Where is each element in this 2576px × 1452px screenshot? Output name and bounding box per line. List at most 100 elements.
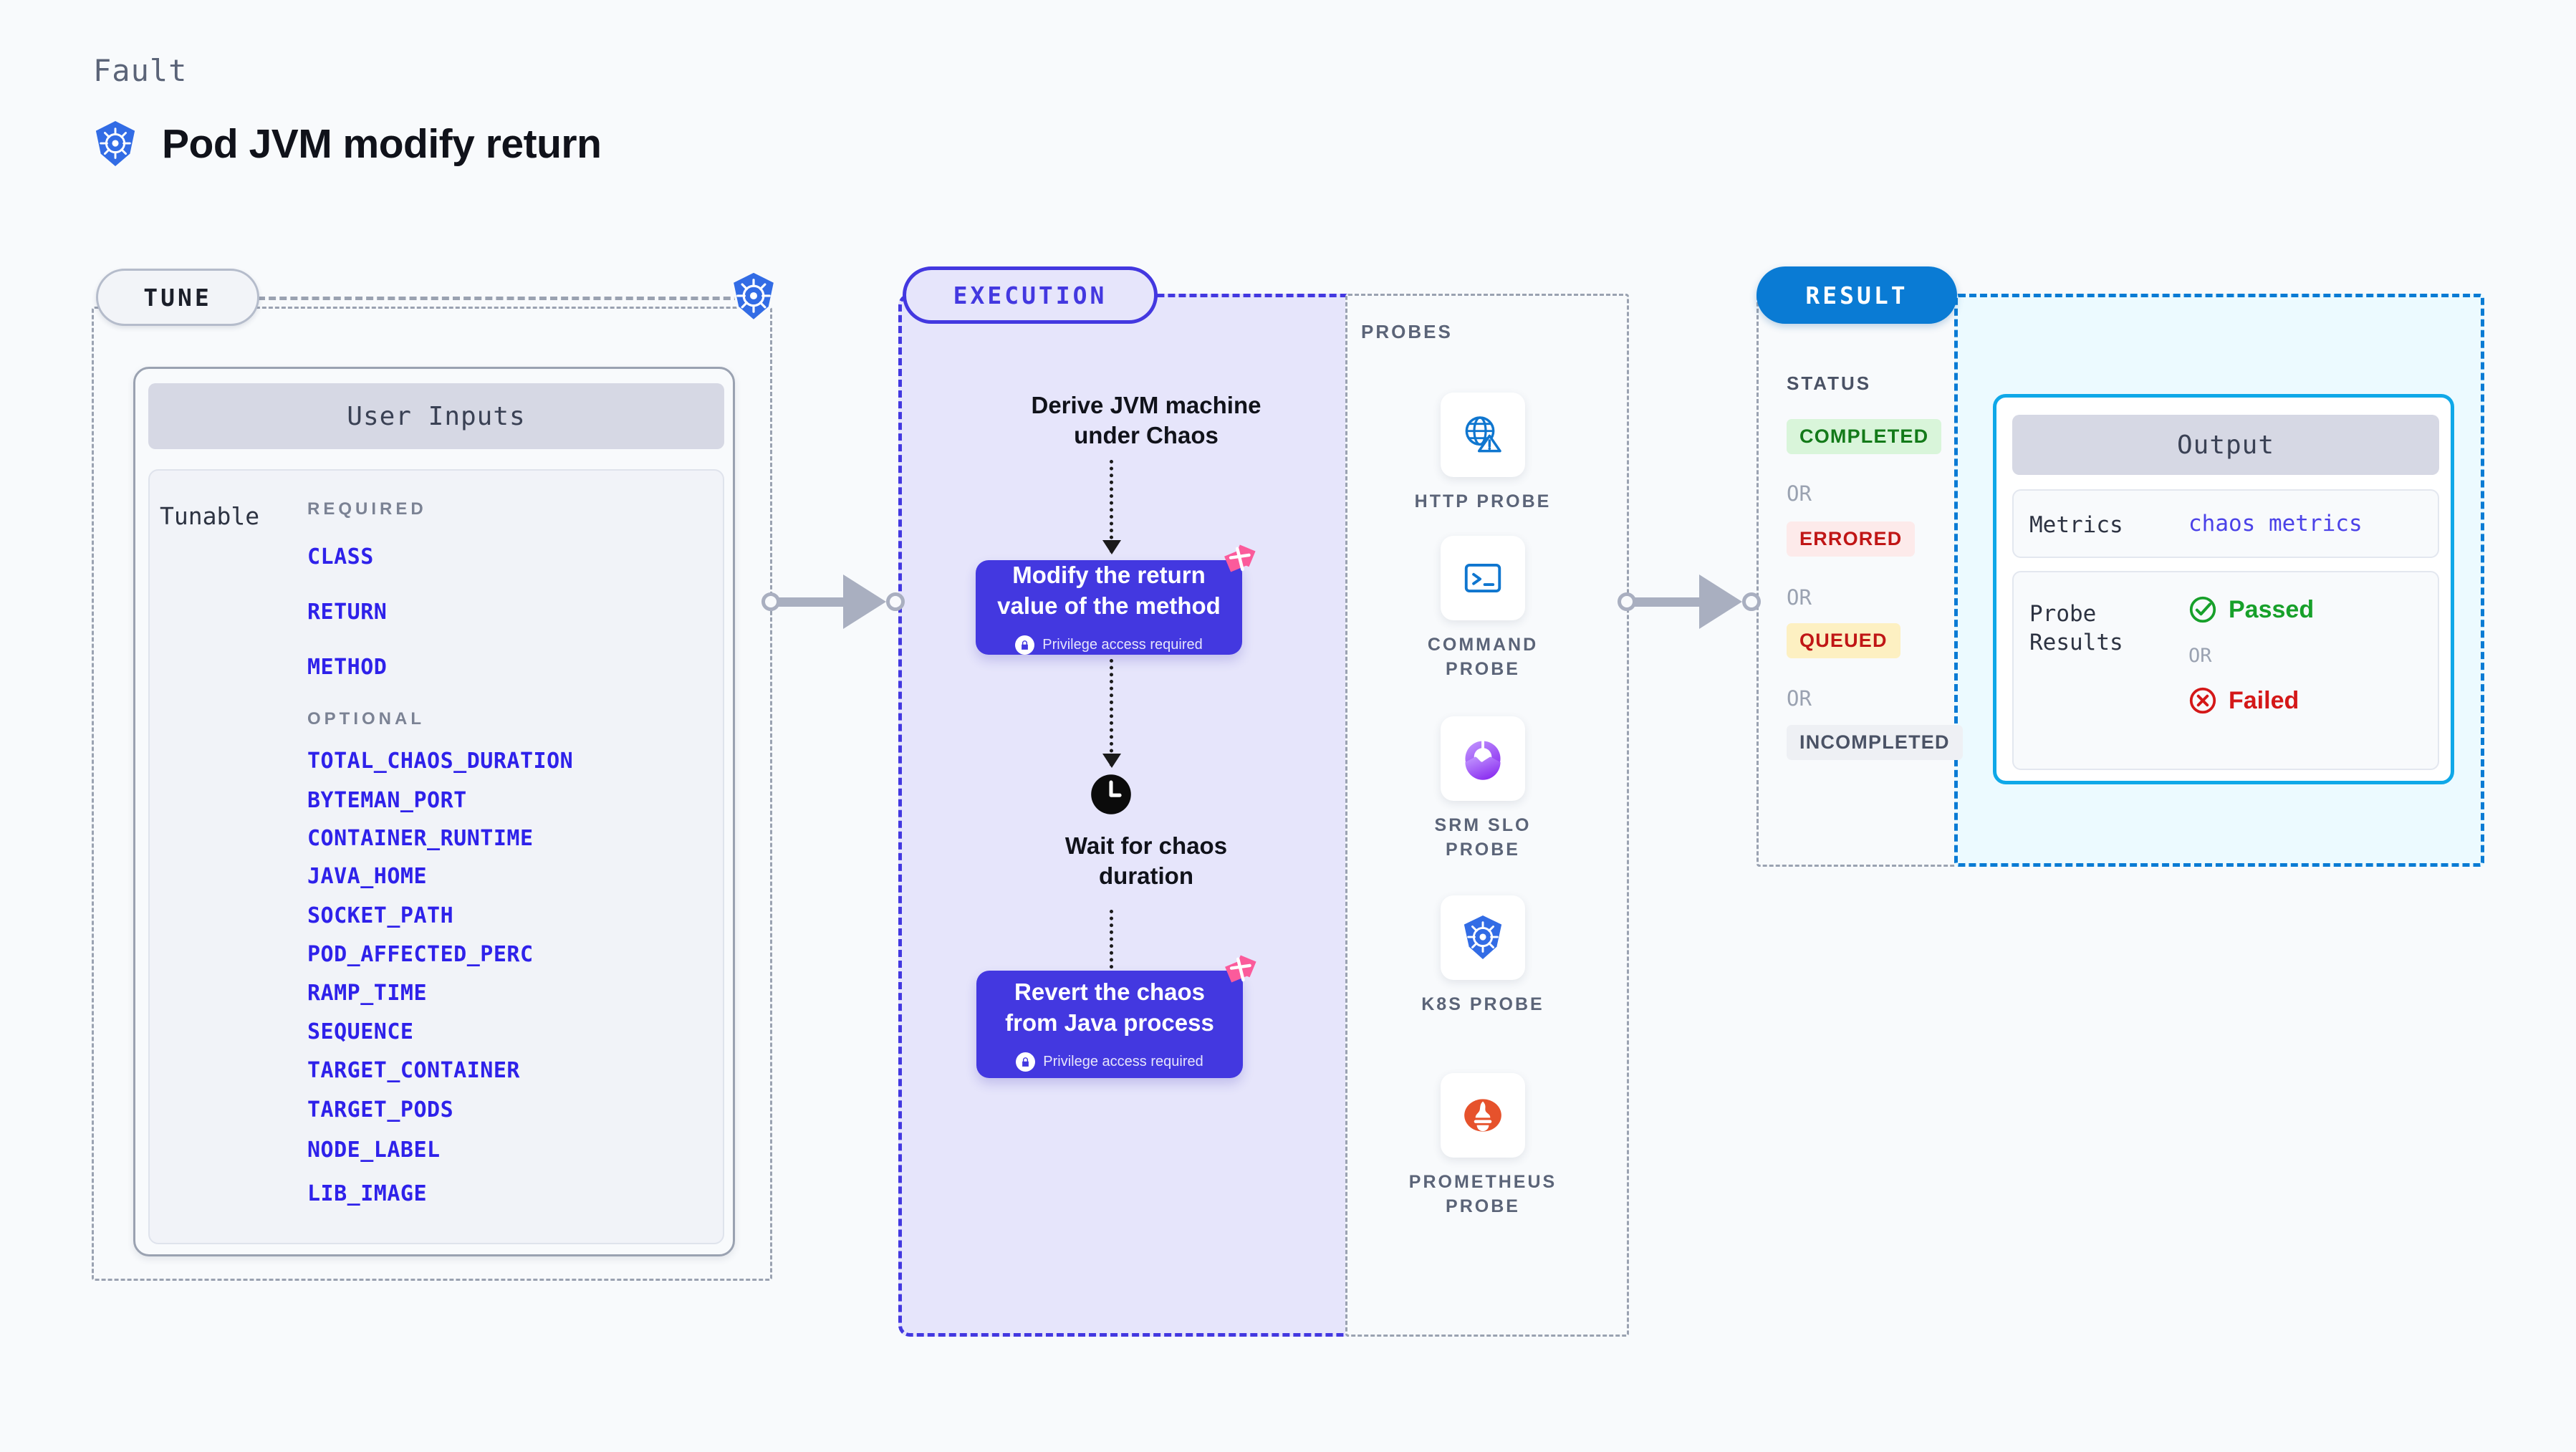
connector-end-dot: [1742, 592, 1761, 611]
probe-k8s[interactable]: K8S PROBE: [1397, 895, 1569, 1017]
status-badge-label: QUEUED: [1799, 630, 1888, 651]
user-inputs-title-text: User Inputs: [347, 401, 526, 431]
connector-bar: [1633, 597, 1705, 607]
srm-slo-icon: [1465, 739, 1501, 780]
param-method[interactable]: METHOD: [307, 655, 388, 680]
kubernetes-icon: [1464, 915, 1502, 960]
execution-step-revert-note-row: Privilege access required: [1016, 1052, 1203, 1072]
kubernetes-icon: [731, 271, 777, 322]
probe-prometheus[interactable]: PROMETHEUS PROBE: [1397, 1073, 1569, 1219]
probe-result-failed: Failed: [2188, 686, 2299, 715]
param-java-home[interactable]: JAVA_HOME: [307, 864, 428, 889]
probe-tile: [1441, 536, 1525, 620]
connector-start-dot: [761, 592, 780, 611]
globe-warning-icon: [1465, 416, 1501, 453]
connector-arrowhead: [843, 574, 886, 629]
output-metrics-row: [2012, 489, 2439, 558]
connector-bar: [777, 597, 849, 607]
param-total-chaos-duration[interactable]: TOTAL_CHAOS_DURATION: [307, 749, 574, 774]
result-pill[interactable]: RESULT: [1756, 266, 1957, 324]
param-ramp-time[interactable]: RAMP_TIME: [307, 981, 428, 1006]
status-badge-label: INCOMPLETED: [1799, 731, 1950, 753]
output-title: Output: [2012, 415, 2439, 475]
execution-step-wait-label: Wait for chaos duration: [1064, 832, 1228, 890]
probes-section-label: PROBES: [1361, 321, 1453, 342]
execution-step-revert-label: Revert the chaos from Java process: [1005, 979, 1214, 1036]
probe-label: SRM SLO PROBE: [1434, 815, 1532, 860]
page-kicker: Fault: [93, 53, 188, 88]
probe-command[interactable]: COMMAND PROBE: [1397, 536, 1569, 682]
execution-step-modify-card[interactable]: Modify the return value of the method Pr…: [976, 560, 1242, 655]
required-group-label: REQUIRED: [307, 499, 427, 519]
execution-step-modify-note-row: Privilege access required: [1015, 635, 1203, 655]
lock-icon: [1015, 635, 1035, 655]
probe-result-failed-label: Failed: [2229, 686, 2299, 714]
status-badge-completed: COMPLETED: [1787, 419, 1942, 454]
execution-step-revert-card[interactable]: Revert the chaos from Java process Privi…: [976, 971, 1243, 1078]
status-badge-errored: ERRORED: [1787, 521, 1916, 557]
connector-tune-to-execution: [761, 574, 905, 629]
param-target-container[interactable]: TARGET_CONTAINER: [307, 1058, 520, 1083]
tune-panel: [92, 307, 772, 1281]
tune-pill-label: TUNE: [143, 283, 212, 312]
user-inputs-card: User Inputs Tunable REQUIRED CLASS RETUR…: [133, 367, 735, 1256]
status-badge-queued: QUEUED: [1787, 623, 1900, 658]
execution-step-modify-note: Privilege access required: [1042, 636, 1203, 653]
param-class[interactable]: CLASS: [307, 544, 374, 569]
execution-step-revert-note: Privilege access required: [1043, 1053, 1203, 1069]
param-lib-image[interactable]: LIB_IMAGE: [307, 1181, 428, 1206]
execution-step-derive-label: Derive JVM machine under Chaos: [1031, 392, 1261, 449]
probe-tile: [1441, 895, 1525, 980]
probe-label: K8S PROBE: [1421, 994, 1544, 1014]
status-or-2: OR: [1787, 585, 1812, 610]
param-pod-affected-perc[interactable]: POD_AFFECTED_PERC: [307, 942, 534, 967]
output-metrics-key: Metrics: [2029, 512, 2123, 538]
probe-tile: [1441, 393, 1525, 477]
probe-label: HTTP PROBE: [1414, 491, 1552, 511]
param-byteman-port[interactable]: BYTEMAN_PORT: [307, 788, 467, 813]
probe-label: PROMETHEUS PROBE: [1408, 1172, 1557, 1216]
status-badge-label: COMPLETED: [1799, 425, 1929, 447]
litmus-chaos-icon: [1225, 955, 1256, 983]
status-section-label: STATUS: [1787, 372, 1872, 394]
output-or: OR: [2188, 645, 2212, 667]
output-probe-results-row: [2012, 571, 2439, 770]
param-target-pods[interactable]: TARGET_PODS: [307, 1097, 454, 1122]
tune-to-k8s-dashed-line: [258, 297, 752, 300]
user-inputs-title: User Inputs: [148, 383, 724, 449]
param-socket-path[interactable]: SOCKET_PATH: [307, 903, 454, 928]
output-metrics-value[interactable]: chaos metrics: [2188, 511, 2363, 537]
status-or-1: OR: [1787, 481, 1812, 506]
execution-pill[interactable]: EXECUTION: [903, 266, 1158, 324]
kubernetes-icon: [95, 121, 135, 166]
litmus-chaos-icon: [1224, 544, 1256, 572]
probe-result-passed: Passed: [2188, 595, 2314, 624]
execution-step-modify-label: Modify the return value of the method: [997, 562, 1221, 619]
execution-arrow-2: [1102, 659, 1121, 768]
probe-http[interactable]: HTTP PROBE: [1397, 393, 1569, 514]
status-badge-incompleted: INCOMPLETED: [1787, 725, 1963, 760]
result-pill-label: RESULT: [1805, 281, 1908, 309]
param-node-label[interactable]: NODE_LABEL: [307, 1138, 441, 1163]
param-return[interactable]: RETURN: [307, 600, 388, 625]
connector-start-dot: [1618, 592, 1636, 611]
check-circle-icon: [2189, 596, 2216, 623]
execution-arrow-1: [1102, 460, 1121, 554]
tunable-label: Tunable: [160, 502, 260, 530]
param-sequence[interactable]: SEQUENCE: [307, 1019, 414, 1044]
prometheus-icon: [1464, 1099, 1501, 1132]
clock-icon: [1091, 774, 1131, 814]
probe-srm-slo[interactable]: SRM SLO PROBE: [1397, 716, 1569, 862]
page-title: Pod JVM modify return: [162, 121, 602, 167]
output-title-text: Output: [2176, 430, 2275, 460]
terminal-icon: [1464, 563, 1501, 593]
status-or-3: OR: [1787, 686, 1812, 711]
param-container-runtime[interactable]: CONTAINER_RUNTIME: [307, 826, 534, 851]
result-status-panel: [1756, 294, 1957, 867]
tune-pill[interactable]: TUNE: [96, 269, 259, 326]
x-circle-icon: [2189, 687, 2216, 714]
execution-pill-label: EXECUTION: [953, 281, 1107, 309]
connector-end-dot: [886, 592, 905, 611]
probe-tile: [1441, 1073, 1525, 1158]
